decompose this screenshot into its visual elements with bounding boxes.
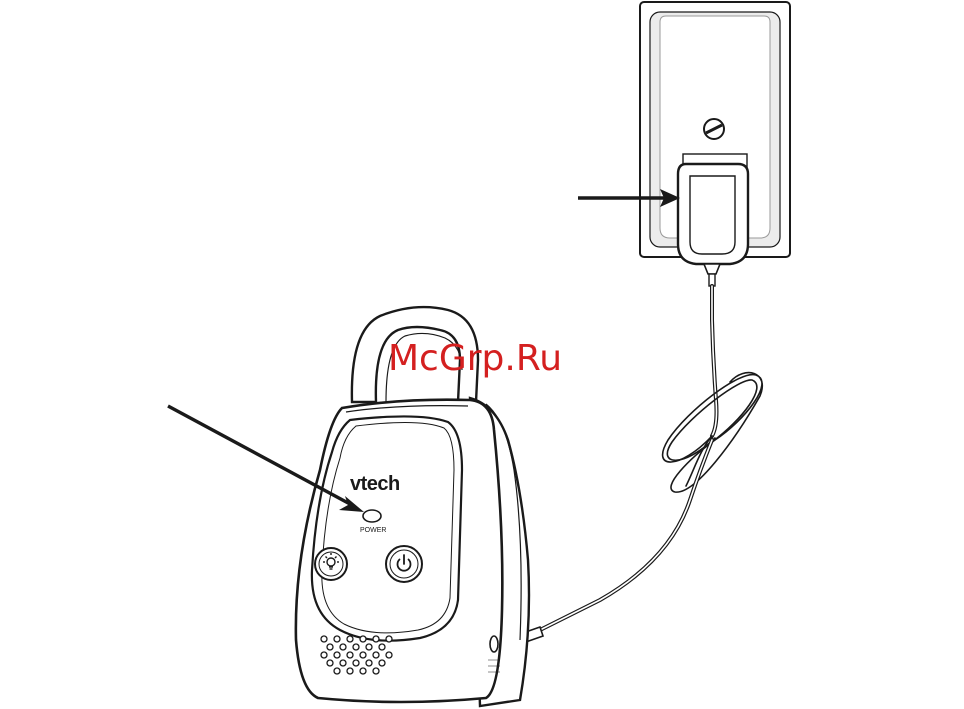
speaker-hole [353,644,359,650]
speaker-hole [327,644,333,650]
speaker-hole [347,652,353,658]
speaker-hole [340,660,346,666]
arrow-to-adapter [578,189,680,207]
speaker-hole [334,652,340,658]
power-led [363,510,381,522]
speaker-hole [386,652,392,658]
power-adapter [678,164,748,286]
speaker-hole [366,660,372,666]
speaker-hole [373,652,379,658]
speaker-hole [366,644,372,650]
power-led-label: POWER [360,527,386,534]
speaker-hole [327,660,333,666]
power-button [386,546,422,582]
speaker-hole [360,668,366,674]
speaker-hole [334,636,340,642]
vtech-logo: vtech [350,473,400,495]
control-panel: vtech POWER [312,416,462,640]
speaker-hole [360,636,366,642]
speaker-hole [321,652,327,658]
speaker-hole [386,636,392,642]
speaker-hole [347,636,353,642]
speaker-hole [379,644,385,650]
adapter-cord [540,286,762,630]
watermark-text: McGrp.Ru [388,338,562,379]
speaker-hole [379,660,385,666]
speaker-hole [373,636,379,642]
wall-plate-screw [704,119,724,139]
speaker-hole [373,668,379,674]
speaker-hole [321,636,327,642]
speaker-hole [353,660,359,666]
speaker-hole [334,668,340,674]
speaker-hole [347,668,353,674]
speaker-hole [360,652,366,658]
nightlight-button [315,548,347,580]
speaker-hole [340,644,346,650]
